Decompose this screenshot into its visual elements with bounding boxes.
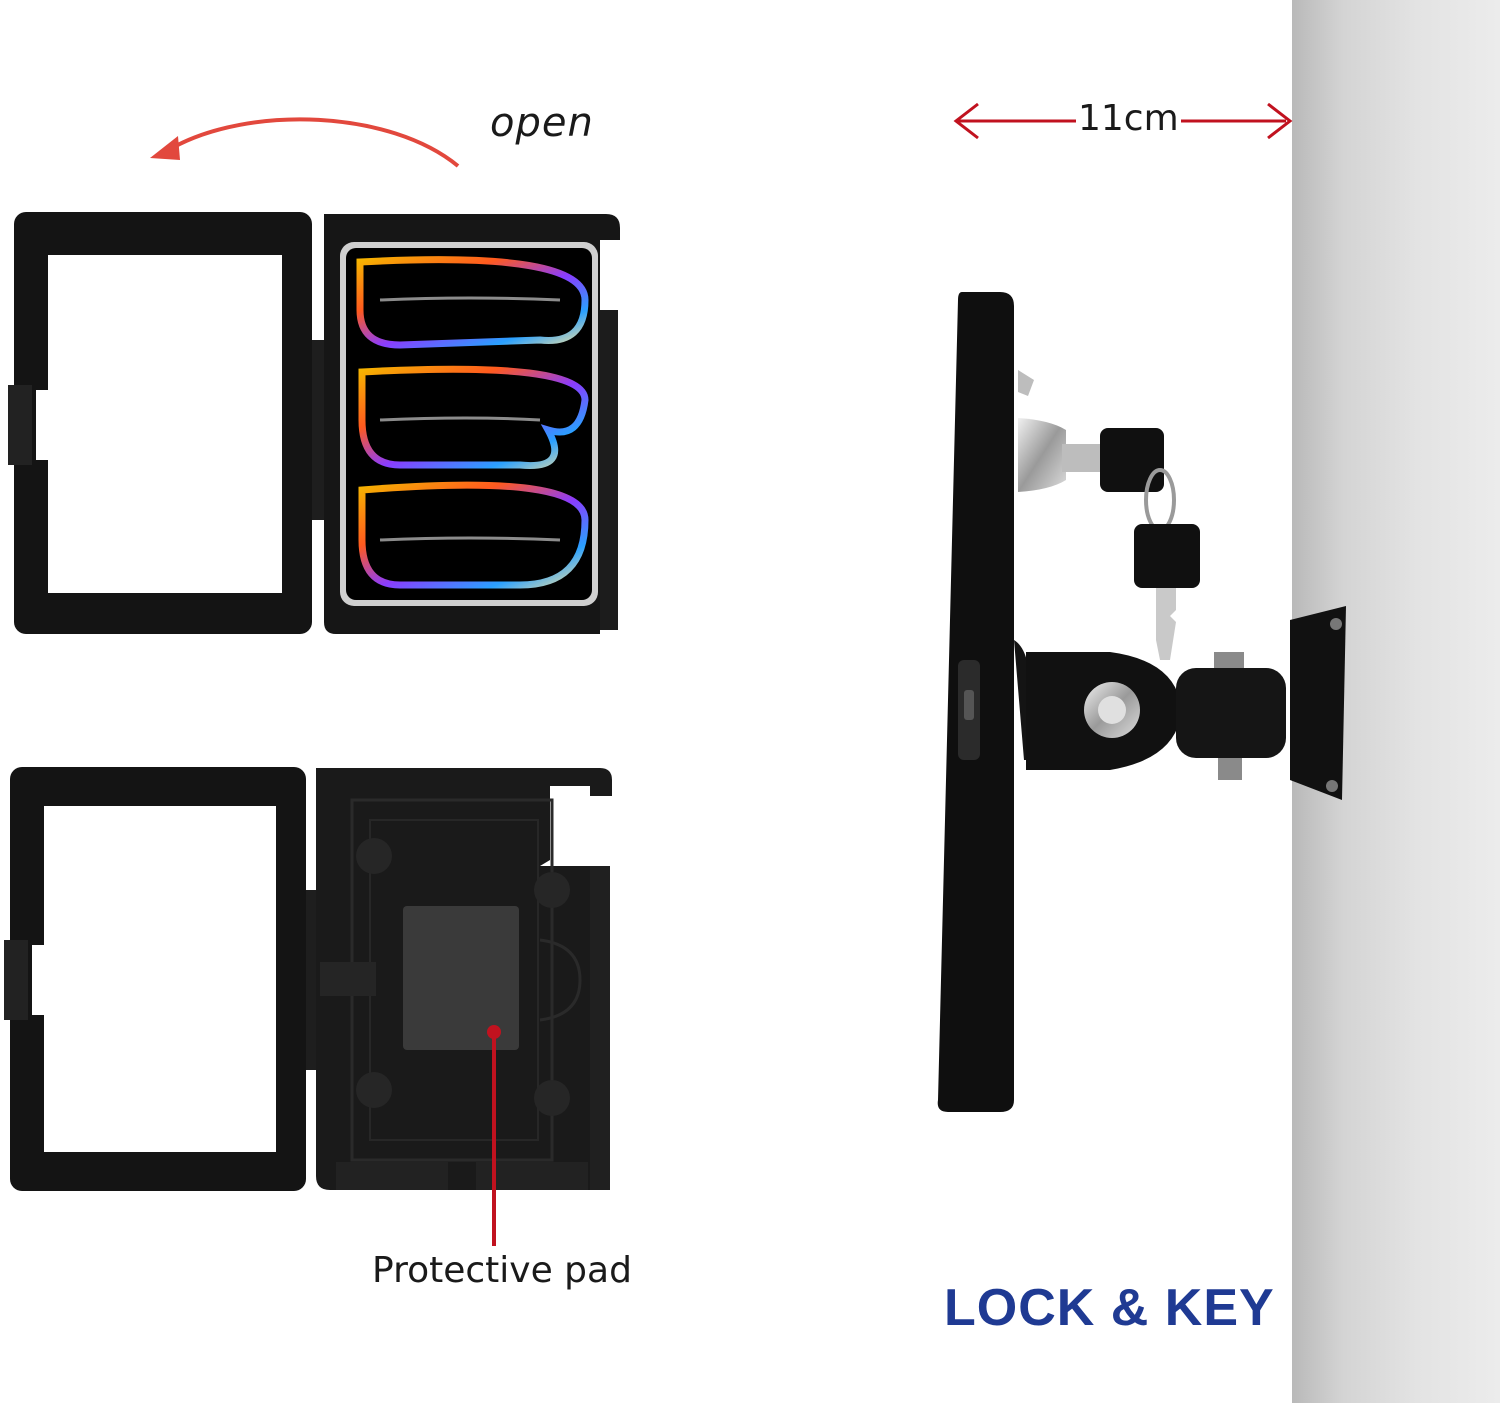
open-label: open	[490, 100, 594, 146]
key-icon	[1100, 428, 1164, 492]
brand-title: LOCK & KEY	[944, 1279, 1275, 1337]
enclosure-open-empty	[4, 767, 612, 1191]
wall-mounted-enclosure-side-view	[937, 292, 1346, 1112]
pad-pointer-icon	[487, 1025, 501, 1246]
spare-key-icon	[1134, 524, 1200, 660]
enclosure-open-with-tablet	[8, 212, 620, 634]
dimension-label: 11cm	[1076, 98, 1181, 139]
open-direction-arrow-icon	[150, 117, 460, 168]
protective-pad-label: Protective pad	[372, 1250, 632, 1291]
protective-pad	[403, 906, 519, 1050]
tablet-device	[340, 242, 598, 606]
